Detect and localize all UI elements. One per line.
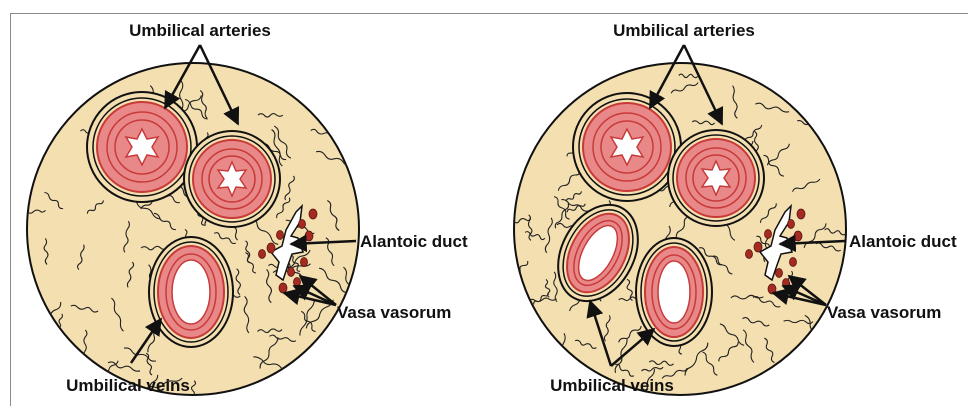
figure-frame — [10, 13, 968, 406]
